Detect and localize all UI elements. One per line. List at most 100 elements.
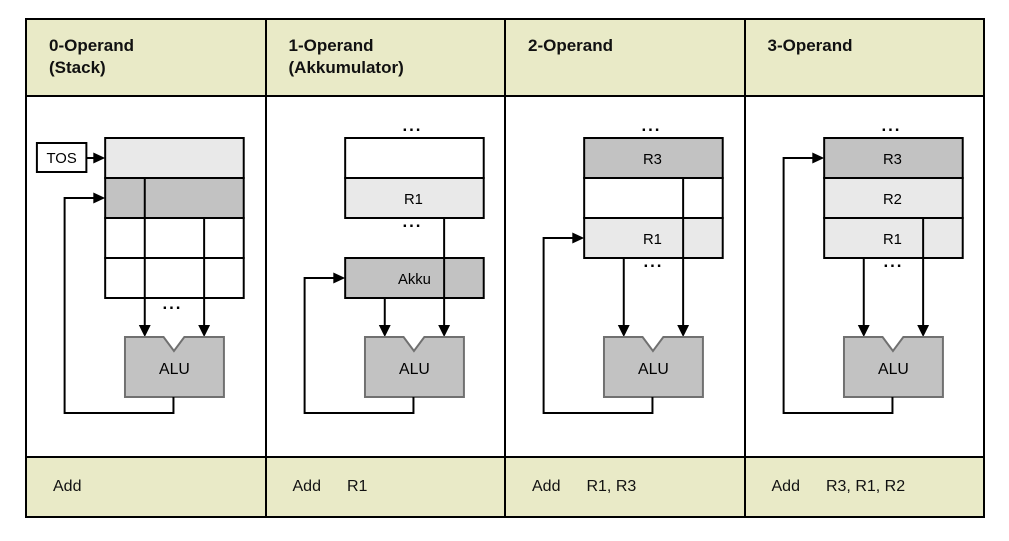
register-file: R3 R1 [583,137,724,259]
feedback-line [782,157,893,414]
instruction-mnemonic: Add [53,478,82,495]
register-cell-blank [583,177,724,219]
operand-arrowhead-right [198,325,211,337]
column-header-0-operand: 0-Operand (Stack) [27,20,265,97]
instruction-operands: R3, R1, R2 [825,478,906,495]
column-0-operand: 0-Operand (Stack) TOS [27,20,267,516]
operand-arrowhead-right [677,325,690,337]
register-file: R3 R2 R1 [822,137,964,259]
column-header-2-operand: 2-Operand [506,20,744,97]
stack-cell-third [104,217,245,259]
column-title-line1: 2-Operand [528,36,614,55]
column-title-line1: 0-Operand [49,36,135,55]
register-cell-r3 [822,137,964,179]
ellipsis-below-registers: ... [883,252,903,271]
alu-shape [123,336,225,398]
diagram-0-operand: TOS ... ALU [27,97,265,456]
ellipsis-above-registers: ... [881,116,901,135]
instruction-mnemonic: Add [292,478,321,495]
register-label-r3: R3 [643,151,662,168]
result-feedback [542,232,654,414]
column-3-operand: 3-Operand ... R3 R2 R1 [745,20,983,516]
two-operand-architecture-diagram: ... R3 R1 ... [542,116,724,414]
alu-shape [602,336,704,398]
feedback-line [542,237,654,414]
feedback-arrowhead [572,232,585,244]
column-header-3-operand: 3-Operand [745,20,983,97]
register-label-r1: R1 [643,231,662,248]
instruction-row-1-operand: Add R1 [266,456,504,516]
register-cell-blank [343,137,485,179]
register-label-r1: R1 [882,231,901,248]
register-file: R1 [343,137,485,219]
alu-label: ALU [159,361,190,378]
register-label-r1: R1 [403,191,422,208]
register-cell-r1 [343,177,485,219]
column-header-1-operand: 1-Operand (Akkumulator) [266,20,504,97]
operand-lines [378,218,450,337]
column-title-line2: (Stack) [49,58,106,77]
stack-architecture-diagram: TOS ... ALU [35,137,245,414]
tos-box [35,142,88,173]
alu: ALU [602,336,704,398]
instruction-mnemonic: Add [532,478,561,495]
operand-lines [138,178,211,337]
stack-cell-fourth [104,257,245,299]
tos-pointer: TOS [35,142,106,173]
akku-label: Akku [397,271,430,288]
instruction-operands: R1 [346,478,368,495]
alu-label: ALU [878,361,909,378]
operand-arrowhead-left [138,325,151,337]
diagram-1-operand: ... R1 ... Akku [266,97,504,456]
alu-label: ALU [399,361,430,378]
operand-arrowhead-left [617,325,630,337]
register-cell-r1 [822,217,964,259]
ellipsis-below-registers: ... [402,212,422,231]
diagram-3-operand: ... R3 R2 R1 ... [745,97,983,456]
feedback-arrowhead [332,272,345,284]
operand-lines [617,178,690,337]
register-label-r3: R3 [882,151,901,168]
register-cell-r3 [583,137,724,179]
akku-box [343,257,485,299]
register-cell-r2 [822,177,964,219]
accumulator-architecture-diagram: ... R1 ... Akku [303,116,485,414]
stack-cell-second [104,177,245,219]
alu-label: ALU [638,361,669,378]
column-title-line1: 1-Operand [288,36,374,55]
three-operand-architecture-diagram: ... R3 R2 R1 ... [782,116,964,414]
operand-architecture-table: 0-Operand (Stack) TOS [25,18,985,518]
alu-shape [363,336,465,398]
feedback-line [63,197,175,414]
ellipsis-above-registers: ... [641,116,661,135]
feedback-line [303,277,414,414]
column-title-line1: 3-Operand [767,36,853,55]
operand-arrowhead-right [916,325,929,337]
feedback-arrowhead [93,192,106,204]
alu-shape [842,336,944,398]
instruction-row-3-operand: Add R3, R1, R2 [745,456,983,516]
column-2-operand: 2-Operand ... R3 R1 [506,20,746,516]
alu: ALU [363,336,465,398]
ellipsis-below-registers: ... [643,252,663,271]
diagram-2-operand: ... R3 R1 ... [506,97,744,456]
result-feedback [63,192,175,414]
instruction-row-0-operand: Add [27,456,265,516]
result-feedback [782,152,893,414]
feedback-arrowhead [811,152,824,164]
result-feedback [303,272,414,414]
operand-arrowhead-left [857,325,870,337]
tos-label: TOS [47,150,77,167]
operand-arrowhead-left [378,325,391,337]
operand-lines [857,218,929,337]
ellipsis-below-stack: ... [162,294,182,313]
akku-register: Akku [343,257,485,299]
instruction-operands: R1, R3 [586,478,637,495]
ellipsis-above-registers: ... [402,116,422,135]
alu: ALU [123,336,225,398]
operand-arrowhead-right [437,325,450,337]
stack-cell-top [104,137,245,179]
column-1-operand: 1-Operand (Akkumulator) ... R1 ... Akku [266,20,506,516]
instruction-row-2-operand: Add R1, R3 [506,456,744,516]
